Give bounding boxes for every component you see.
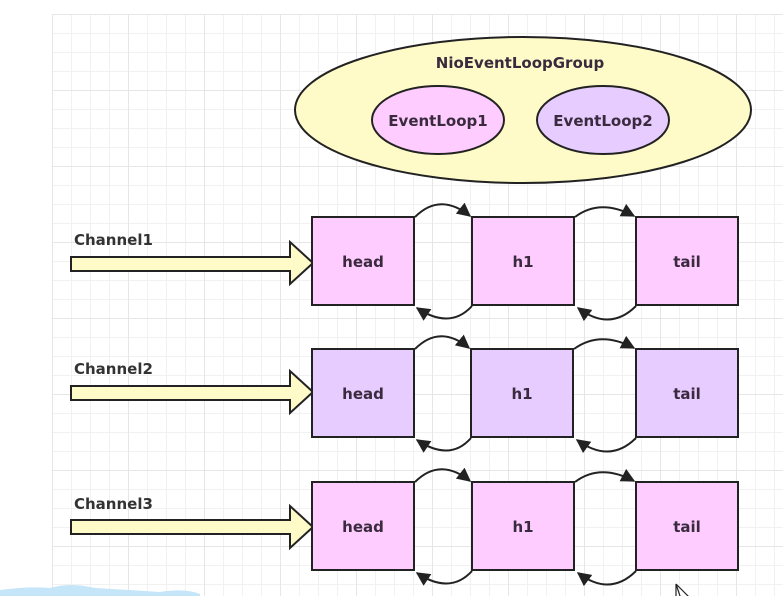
channel-2-label: Channel2 [74,360,153,378]
channel-1-head-node [311,216,415,306]
channel-2-head-node [311,348,415,438]
channel-row-1: Channel1 head h1 tail [70,202,739,322]
channel-2-next-arrow-1 [414,334,471,350]
channel-1-arrow [70,239,315,287]
event-loop-1: EventLoop1 [371,85,505,155]
channel-3-next-arrow-2 [574,468,636,483]
channel-1-prev-arrow-2 [576,305,637,322]
channel-2-arrow [70,368,315,416]
channel-2-tail-node [635,348,739,438]
channel-1-h1-label: h1 [512,253,533,271]
channel-3-tail-label: tail [673,518,701,536]
event-loop-2-ellipse [536,85,670,155]
channel-1-tail-node [635,216,739,306]
channel-2-prev-arrow-2 [575,437,637,454]
event-loop-1-label: EventLoop1 [388,112,487,130]
channel-3-head-label: head [342,518,384,536]
channel-row-3: Channel3 head h1 tail [70,467,739,587]
channel-3-tail-node [635,481,739,571]
channel-1-next-arrow-1 [414,202,472,218]
channel-3-head-node [311,481,415,571]
event-loop-2-label: EventLoop2 [553,112,652,130]
channel-1-next-arrow-2 [574,203,636,218]
decorative-cloud [0,585,200,596]
channel-2-tail-label: tail [673,385,701,403]
event-loop-group-label: NioEventLoopGroup [436,54,605,72]
channel-3-next-arrow-1 [414,467,472,483]
mouse-cursor-icon [675,583,689,596]
channel-2-head-label: head [342,385,384,403]
channel-3-h1-node [471,481,575,571]
channel-1-h1-node [471,216,575,306]
channel-3-h1-label: h1 [512,518,533,536]
channel-2-h1-label: h1 [511,385,532,403]
channel-2-h1-node [470,348,574,438]
channel-1-tail-label: tail [673,253,701,271]
channel-3-prev-arrow-1 [415,570,473,586]
event-loop-group: NioEventLoopGroup EventLoop1 EventLoop2 [294,36,752,184]
channel-3-label: Channel3 [74,495,153,513]
channel-3-prev-arrow-2 [576,570,637,587]
event-loop-2: EventLoop2 [536,85,670,155]
channel-1-head-label: head [342,253,384,271]
channel-2-prev-arrow-1 [415,437,472,453]
channel-1-label: Channel1 [74,231,153,249]
channel-3-arrow [70,503,315,551]
event-loop-1-ellipse [371,85,505,155]
channel-1-prev-arrow-1 [415,305,473,321]
channel-2-next-arrow-2 [573,335,636,350]
channel-row-2: Channel2 head h1 tail [70,334,739,454]
